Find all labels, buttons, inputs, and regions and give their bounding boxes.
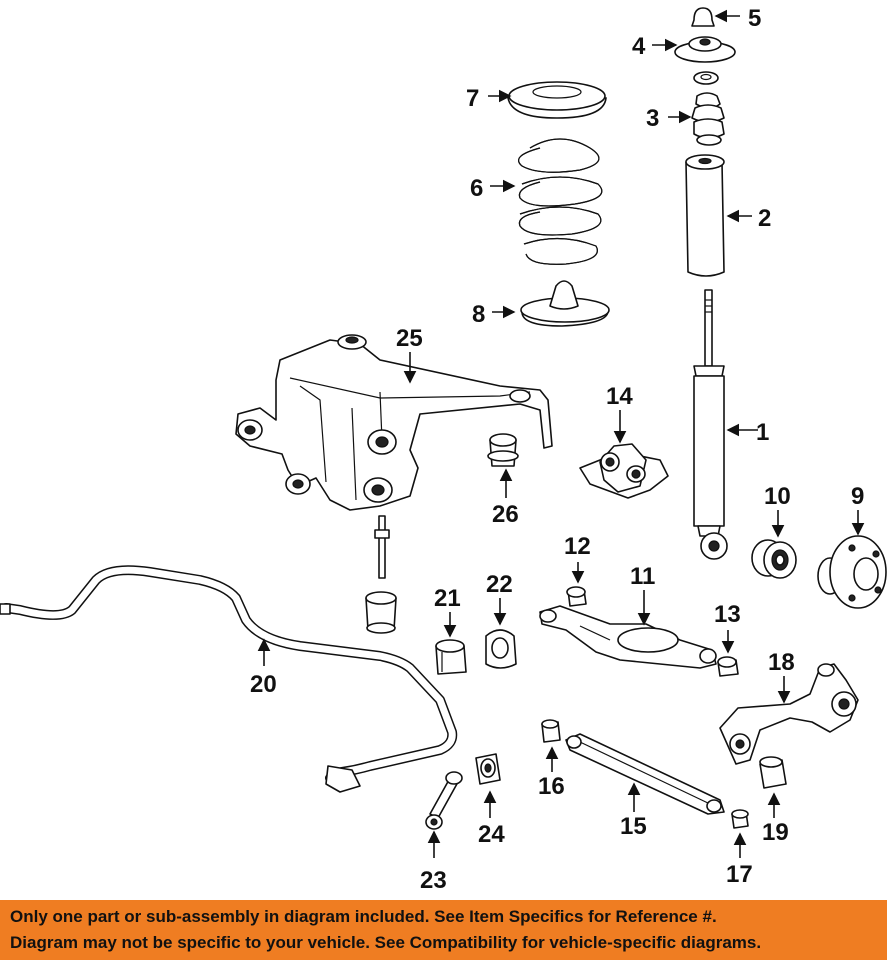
callout-25: 25	[396, 325, 423, 352]
part-12-bushing	[566, 562, 587, 607]
part-14-mount	[579, 410, 669, 499]
callout-16: 16	[538, 773, 565, 800]
callout-5: 5	[748, 5, 761, 32]
part-7-upper-spring-seat	[488, 81, 607, 119]
part-10-wheel-bearing	[751, 510, 797, 579]
part-13-bushing	[717, 630, 739, 677]
disclaimer-banner: Only one part or sub-assembly in diagram…	[0, 900, 887, 960]
suspension-parts-diagram: 1 2 3 4 5 6 7 8 9 10 11 12 13 14 15 16 1…	[0, 5, 887, 894]
callout-4: 4	[632, 33, 646, 60]
callout-20: 20	[250, 671, 277, 698]
callout-3: 3	[646, 105, 659, 132]
part-9-hub	[817, 510, 887, 609]
part-5-cap	[691, 7, 740, 27]
callout-19: 19	[762, 819, 789, 846]
part-22-bracket	[485, 598, 517, 669]
part-8-lower-spring-seat	[492, 280, 610, 327]
part-15-link	[565, 733, 725, 815]
subframe-stud	[374, 515, 390, 579]
part-1-shock-absorber	[693, 289, 758, 560]
callout-14: 14	[606, 383, 633, 410]
part-16-bushing	[541, 719, 561, 772]
callout-21: 21	[434, 585, 461, 612]
callout-10: 10	[764, 483, 791, 510]
disclaimer-line-2: Diagram may not be specific to your vehi…	[10, 933, 762, 952]
disclaimer-line-1: Only one part or sub-assembly in diagram…	[10, 907, 717, 926]
subframe-bushing	[365, 591, 397, 634]
part-20-stabilizer-bar	[0, 565, 458, 793]
part-18-knuckle	[719, 663, 859, 765]
part-17-bushing	[731, 809, 749, 858]
part-11-lower-control-arm	[539, 590, 717, 669]
callout-12: 12	[564, 533, 591, 560]
callout-1: 1	[756, 419, 769, 446]
part-6-coil-spring	[490, 138, 603, 265]
callout-22: 22	[486, 571, 513, 598]
callout-26: 26	[492, 501, 519, 528]
callout-8: 8	[472, 301, 485, 328]
part-25-subframe	[235, 334, 553, 511]
callout-23: 23	[420, 867, 447, 894]
callout-6: 6	[470, 175, 483, 202]
part-3-bump-stop	[668, 92, 725, 146]
callout-2: 2	[758, 205, 771, 232]
part-24-clamp	[475, 753, 501, 818]
callout-24: 24	[478, 821, 505, 848]
callout-15: 15	[620, 813, 647, 840]
callout-7: 7	[466, 85, 479, 112]
part-21-bushing	[435, 612, 467, 675]
callout-9: 9	[851, 483, 864, 510]
part-23-end-link	[425, 771, 463, 858]
callout-13: 13	[714, 601, 741, 628]
callout-18: 18	[768, 649, 795, 676]
part-4-strut-mount	[652, 36, 736, 85]
callout-17: 17	[726, 861, 753, 888]
part-19-bushing	[759, 756, 787, 818]
part-2-dust-boot	[685, 154, 752, 277]
callout-11: 11	[630, 563, 655, 590]
part-26-bushing	[487, 433, 519, 498]
